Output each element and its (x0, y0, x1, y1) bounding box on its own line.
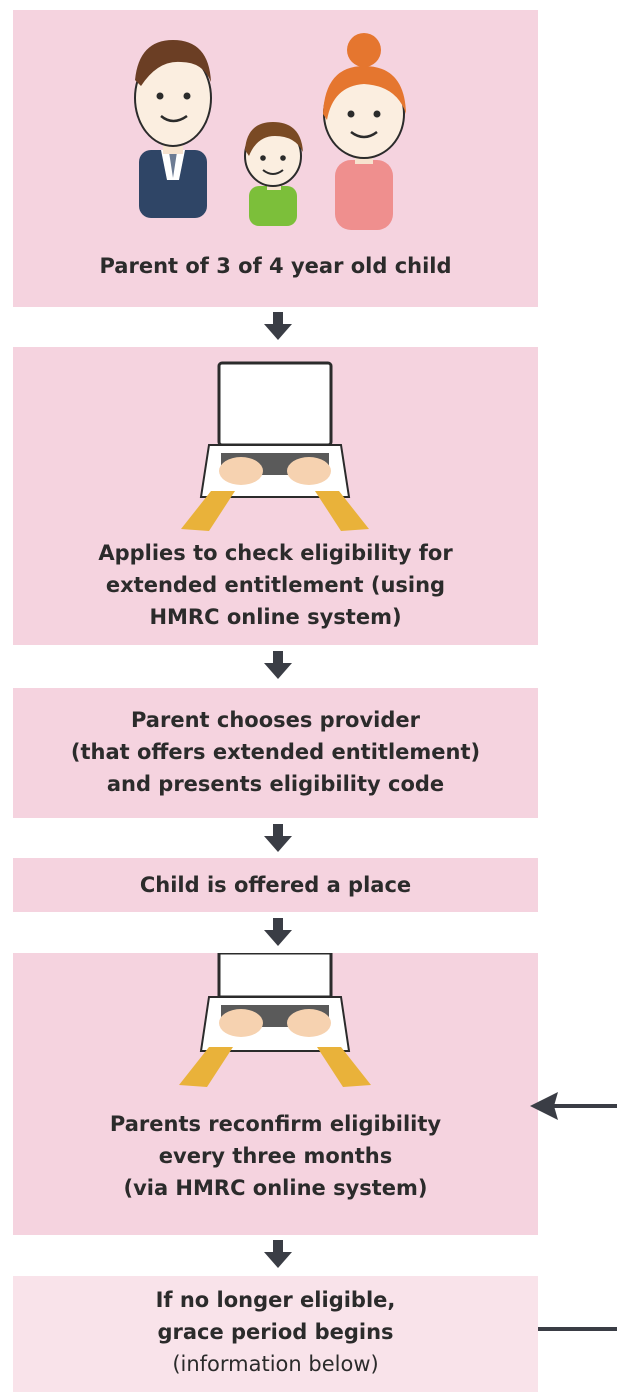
feedback-line (538, 1327, 617, 1331)
step-5-text: Parents reconfirm eligibility every thre… (13, 1108, 538, 1204)
down-arrow-icon (264, 824, 292, 852)
step-5-line-1: Parents reconfirm eligibility (109, 1112, 442, 1136)
step-2-text: Applies to check eligibility for extende… (13, 537, 538, 633)
step-4-box: Child is offered a place (13, 858, 538, 912)
step-6-text: If no longer eligible, grace period begi… (13, 1284, 538, 1380)
down-arrow-icon (264, 312, 292, 340)
step-3-line-1: Parent chooses provider (130, 708, 421, 732)
step-2-line-2: extended entitlement (using (105, 573, 446, 597)
step-2-box: Applies to check eligibility for extende… (13, 347, 538, 645)
step-2-line-1: Applies to check eligibility for (98, 541, 453, 565)
step-2-line-3: HMRC online system) (149, 605, 402, 629)
laptop-typing-illustration (179, 953, 371, 1087)
step-1-box: Parent of 3 of 4 year old child (13, 10, 538, 307)
laptop-typing-illustration (181, 361, 369, 531)
step-6-box: If no longer eligible, grace period begi… (13, 1276, 538, 1392)
step-3-line-3: and presents eligibility code (106, 772, 445, 796)
step-3-box: Parent chooses provider (that offers ext… (13, 688, 538, 818)
family-illustration (134, 33, 406, 230)
step-5-line-2: every three months (158, 1144, 393, 1168)
down-arrow-icon (264, 651, 292, 679)
down-arrow-icon (264, 918, 292, 946)
step-6-line-1: If no longer eligible, (155, 1288, 396, 1312)
father-figure (134, 40, 212, 218)
step-5-line-3: (via HMRC online system) (123, 1176, 428, 1200)
step-6-line-3: (information below) (172, 1352, 379, 1376)
step-4-line-1: Child is offered a place (139, 873, 412, 897)
step-4-text: Child is offered a place (13, 869, 538, 901)
mother-figure (323, 33, 406, 230)
step-1-line-1: Parent of 3 of 4 year old child (99, 254, 452, 278)
step-5-box: Parents reconfirm eligibility every thre… (13, 953, 538, 1235)
step-6-line-2: grace period begins (157, 1320, 394, 1344)
step-1-text: Parent of 3 of 4 year old child (13, 250, 538, 282)
step-3-line-2: (that offers extended entitlement) (70, 740, 481, 764)
step-3-text: Parent chooses provider (that offers ext… (13, 704, 538, 800)
child-figure (244, 122, 303, 226)
left-arrow-icon (530, 1092, 617, 1120)
down-arrow-icon (264, 1240, 292, 1268)
